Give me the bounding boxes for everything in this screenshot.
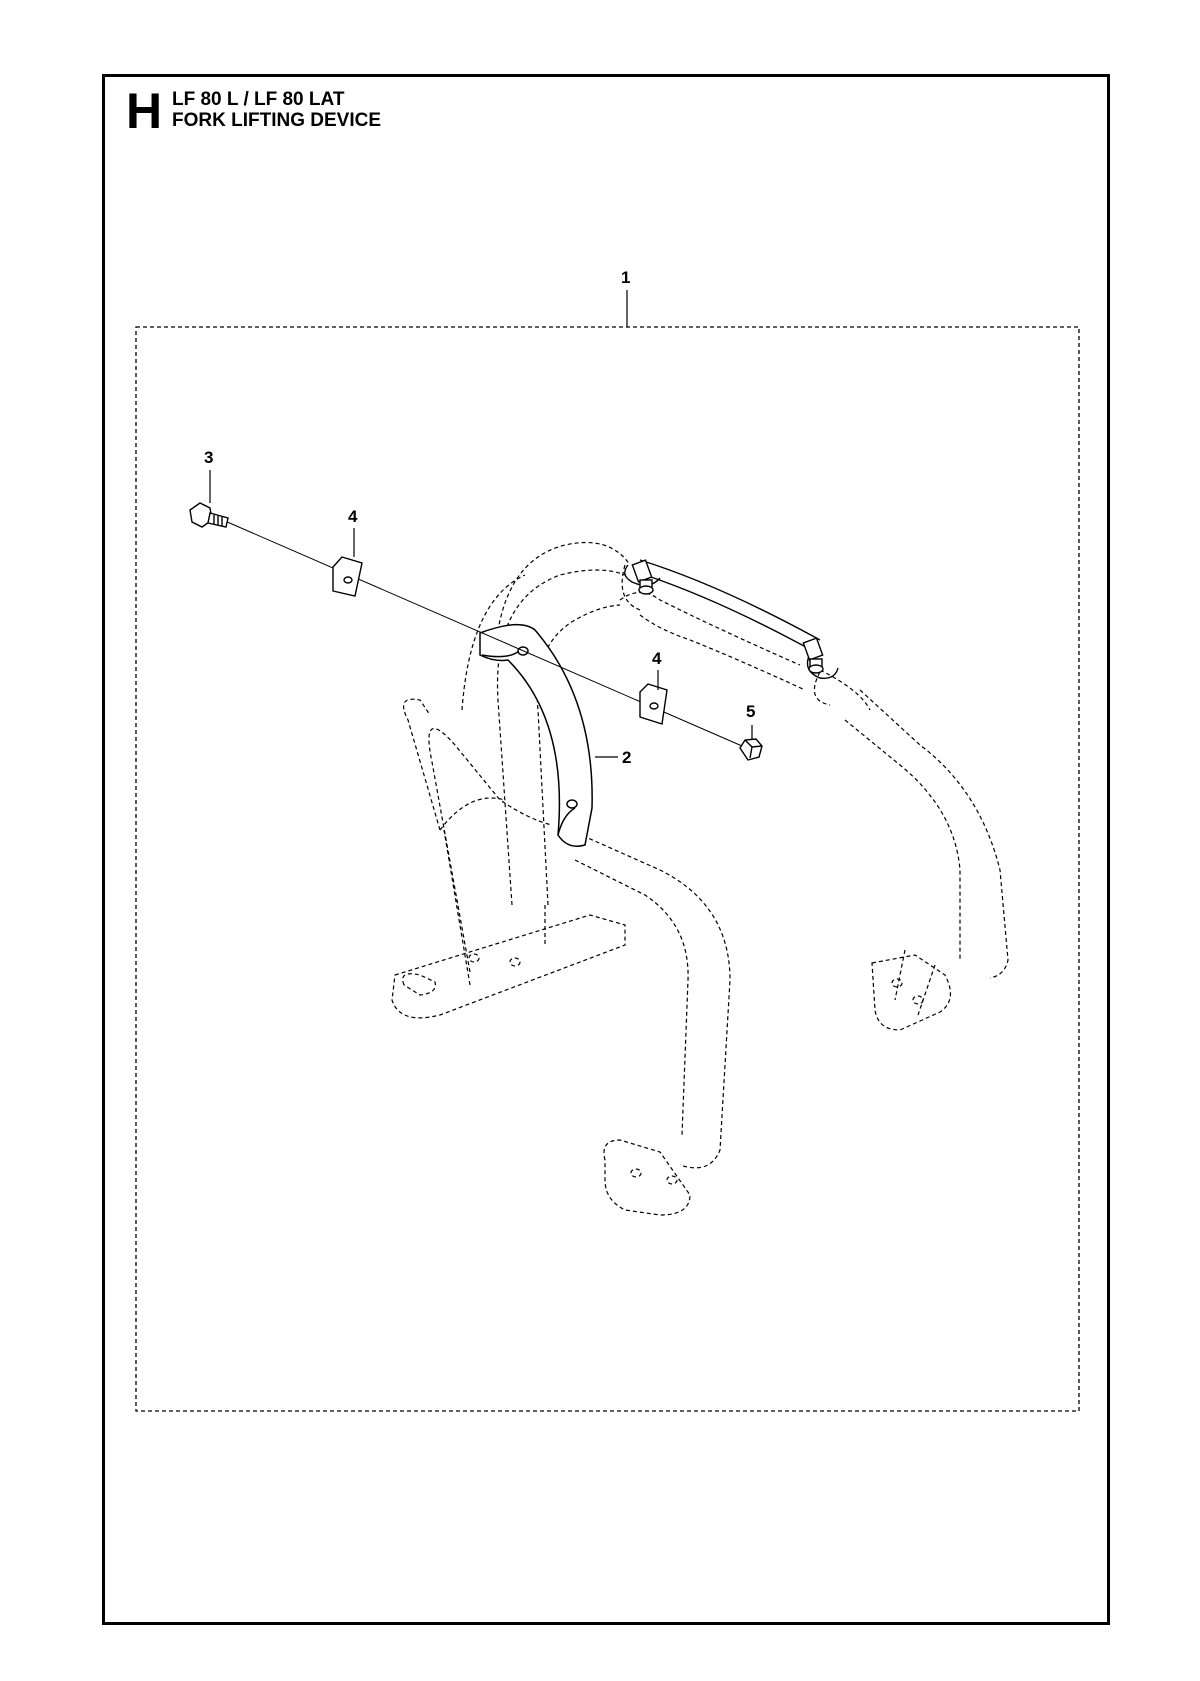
washer-part-b: [639, 683, 668, 725]
callout-5: 5: [746, 702, 755, 721]
page-frame: [102, 74, 1110, 1625]
washer-part-a: [332, 556, 363, 597]
handle-bar-part: [479, 624, 593, 847]
section-title: FORK LIFTING DEVICE: [172, 110, 381, 131]
callout-4b: 4: [652, 649, 662, 668]
callout-1: 1: [621, 268, 630, 287]
assembly-axis-line: [224, 520, 743, 747]
frame-outline: [391, 541, 1009, 1216]
assembly-boundary: [135, 326, 1080, 1412]
callout-4a: 4: [348, 507, 358, 526]
callout-3: 3: [204, 448, 213, 467]
model-title: LF 80 L / LF 80 LAT: [172, 89, 345, 110]
clamp-strap: [624, 559, 839, 679]
section-letter: H: [126, 83, 163, 139]
nut-part: [739, 738, 763, 761]
callout-2: 2: [622, 748, 631, 767]
bolt-part: [189, 502, 229, 528]
